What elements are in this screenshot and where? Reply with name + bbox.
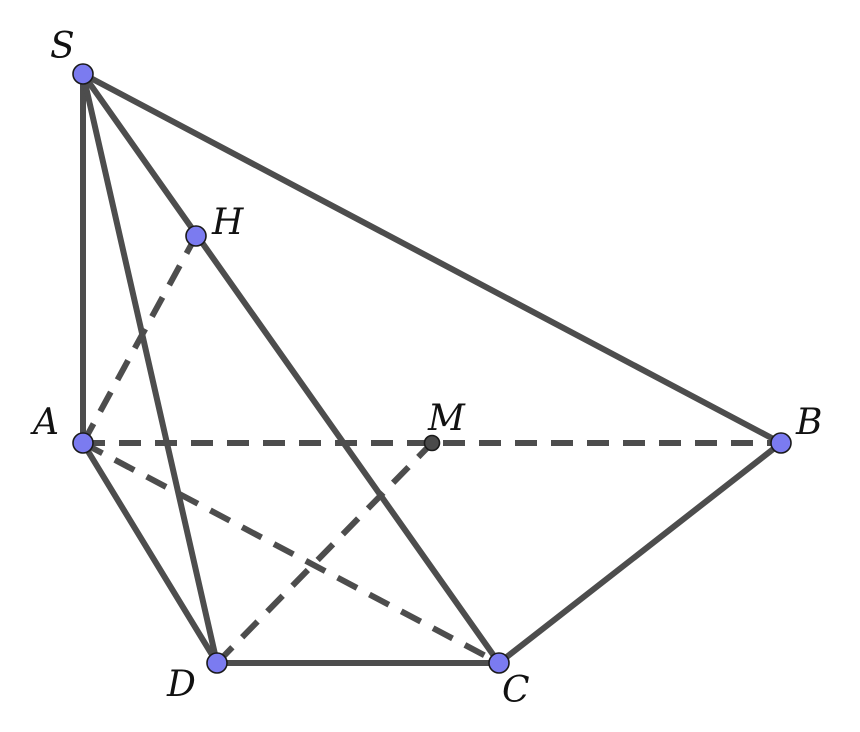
edge-CB [496,440,784,666]
edge-AH [80,234,199,445]
label-D: D [166,664,196,705]
edge-SD [80,71,220,666]
point-H [185,225,207,247]
label-S: S [50,26,75,67]
hidden-edges [80,234,781,666]
point-A [72,432,94,454]
visible-edges [80,71,784,666]
edge-DM [214,440,435,666]
edge-SC [80,71,502,666]
point-D [206,652,228,674]
edge-SB [80,71,784,446]
vertices [72,63,792,674]
label-A: A [30,402,59,443]
point-M [423,434,441,452]
label-C: C [502,670,530,711]
label-M: M [427,398,466,439]
label-H: H [211,202,244,243]
edge-AD [80,440,220,666]
label-B: B [795,402,822,443]
point-B [770,432,792,454]
point-S [72,63,94,85]
point-C [488,652,510,674]
edge-AC [81,440,501,666]
vertex-labels: S H A M B D C [30,26,822,711]
